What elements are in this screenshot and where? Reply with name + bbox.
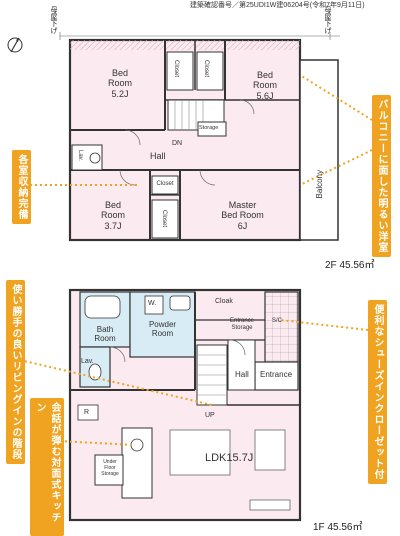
refrigerator-label: R [84, 409, 90, 416]
eave-label-right: 母屋下げ [324, 6, 331, 34]
bed-room-2-label: Bed Room 5.6J [252, 70, 277, 101]
confirmation-number: 建築確認番号／第25UDI1W建06204号(令和7年9月11日) [190, 2, 365, 9]
powder-room-label: Powder Room [148, 320, 177, 339]
callout-storage: 各室収納完備 [12, 150, 31, 224]
closet-label-4: Closet [160, 210, 167, 228]
eave-label-left: 母屋下げ [50, 6, 57, 34]
storage-label-2f: Storage [199, 125, 219, 131]
entrance-label: Entrance [260, 370, 293, 379]
washer-label: W. [148, 300, 157, 307]
hall-label-1f: Hall [235, 370, 249, 379]
stairs-up-label: UP [205, 412, 215, 419]
closet-label-3: Closet [156, 181, 174, 187]
cloak-label: Cloak [215, 298, 233, 305]
first-floor-plan [68, 288, 302, 522]
callout-shoes-closet: 便利なシューズインクローゼット付 [368, 300, 387, 484]
lav-label-2f: Lav. [76, 150, 83, 161]
closet-label-2: Closet [202, 60, 209, 78]
bath-room-label: Bath Room [94, 325, 116, 344]
lav-label-1f: Lav. [81, 358, 94, 365]
hall-label-2f: Hall [150, 151, 166, 161]
second-floor-plan [68, 38, 339, 242]
callout-kitchen: 会話が弾む対面式キッチン [30, 398, 64, 536]
shoes-closet-label: S/C [272, 318, 283, 324]
ldk-label: LDK15.7J [205, 452, 254, 464]
entrance-storage-label: Entrance Storage [229, 318, 254, 331]
bed-room-3-label: Bed Room 3.7J [100, 200, 125, 231]
callout-stairs: 使い勝手の良いリビングインの階段 [6, 280, 25, 464]
balcony-label: Balcony [315, 170, 324, 199]
second-floor-area: 2F 45.56㎡ [325, 260, 375, 271]
north-compass-icon [7, 37, 23, 53]
callout-balcony-room: バルコニーに面した明るい洋室 [372, 95, 391, 257]
bed-room-1-label: Bed Room 5.2J [107, 68, 132, 99]
under-floor-storage-label: Under Floor Storage [101, 459, 119, 477]
master-bedroom-label: Master Bed Room 6J [221, 200, 264, 231]
stairs-down-label: DN [172, 140, 183, 147]
first-floor-area: 1F 45.56㎡ [313, 522, 363, 533]
closet-label-1: Closet [172, 60, 179, 78]
